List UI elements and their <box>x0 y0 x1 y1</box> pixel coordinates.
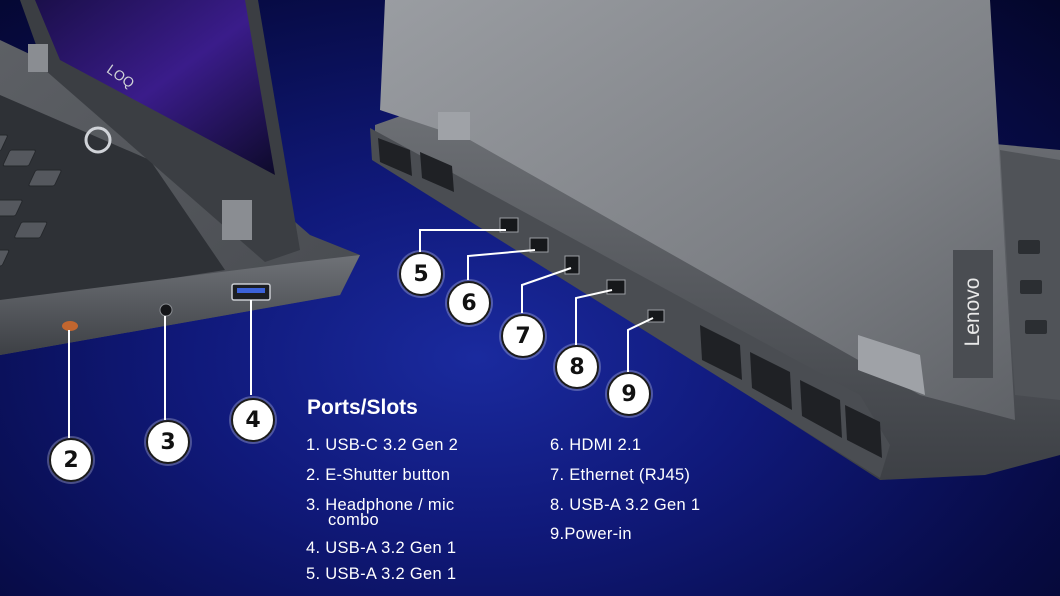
callout-leader-lines <box>68 229 654 438</box>
ports-slots-title: Ports/Slots <box>307 396 418 419</box>
port-item-5: 5. USB-A 3.2 Gen 1 <box>306 565 457 583</box>
lenovo-logo: Lenovo <box>961 277 984 347</box>
callout-3: 3 <box>146 420 190 464</box>
left-laptop <box>0 0 360 355</box>
port-item-6: 6. HDMI 2.1 <box>550 436 642 454</box>
port-item-3-continued: combo <box>328 511 380 529</box>
port-item-8: 8. USB-A 3.2 Gen 1 <box>550 496 701 514</box>
port-item-2: 2. E-Shutter button <box>306 466 451 484</box>
callout-5: 5 <box>399 252 443 296</box>
callout-7: 7 <box>501 314 545 358</box>
port-item-9: 9.Power-in <box>550 525 632 543</box>
callout-4: 4 <box>231 398 275 442</box>
callout-2: 2 <box>49 438 93 482</box>
right-laptop <box>370 0 1060 480</box>
callout-6: 6 <box>447 281 491 325</box>
port-item-1: 1. USB-C 3.2 Gen 2 <box>306 436 459 454</box>
port-item-7: 7. Ethernet (RJ45) <box>550 466 691 484</box>
port-item-4: 4. USB-A 3.2 Gen 1 <box>306 539 457 557</box>
callout-9: 9 <box>607 372 651 416</box>
port-item-3: 3. Headphone / mic <box>306 496 455 514</box>
callout-8: 8 <box>555 345 599 389</box>
